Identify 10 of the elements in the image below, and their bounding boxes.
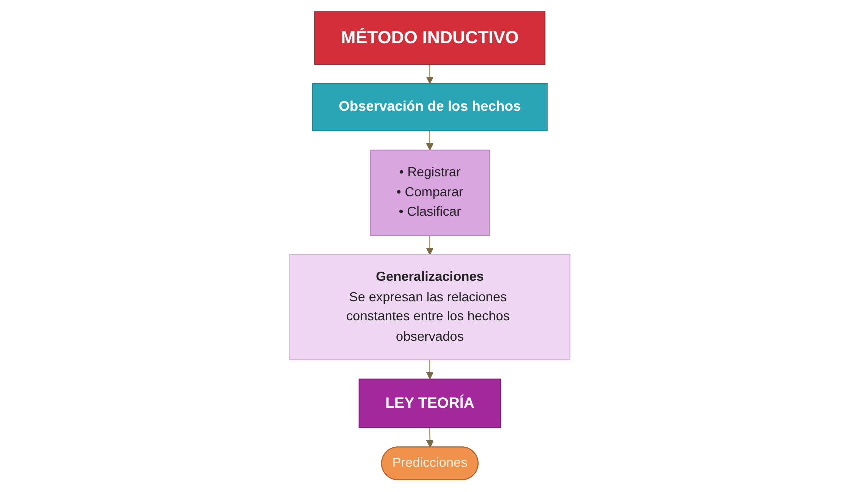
node-box: LEY TEORÍA (359, 378, 502, 428)
arrow (426, 360, 434, 380)
arrow (426, 427, 434, 448)
arrow (426, 235, 434, 256)
arrow (426, 64, 434, 84)
arrow (426, 130, 434, 151)
node-box: Observación de los hechos (312, 83, 548, 132)
node-box: MÉTODO INDUCTIVO (314, 12, 546, 65)
node-box: Generalizaciones Se expresan las relaciones constantes entre los hechos observados (290, 254, 572, 360)
node-box: • Registrar • Comparar • Clasificar (370, 150, 491, 236)
